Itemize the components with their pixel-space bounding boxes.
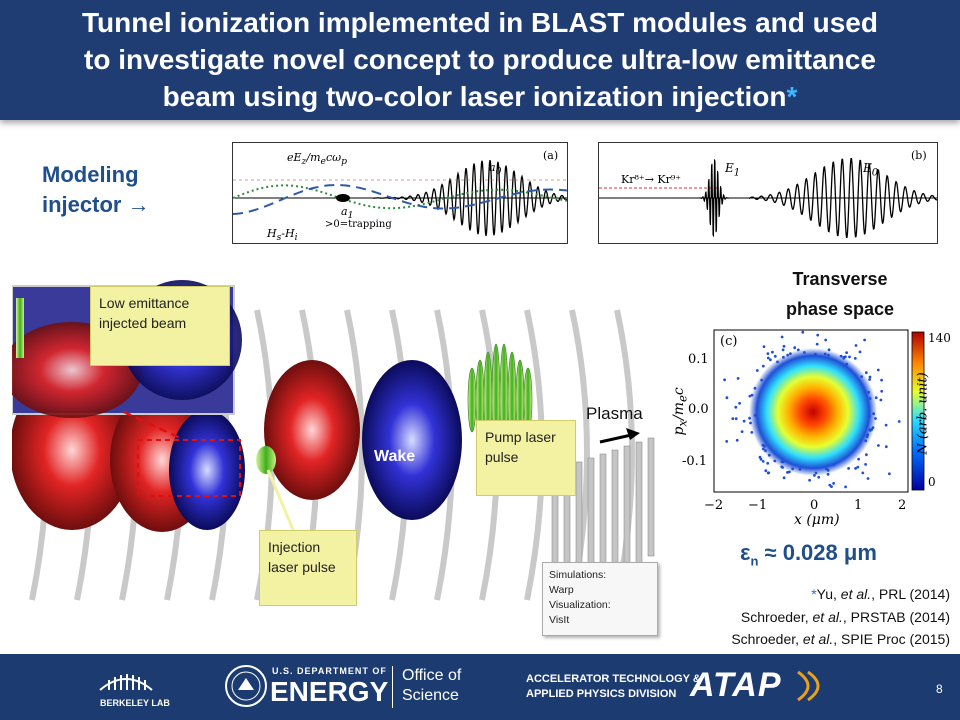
credit-line-2: Warp — [549, 584, 574, 596]
x-axis-label: x (μm) — [794, 512, 840, 528]
ion-transition: Kr⁸⁺→ Kr⁹⁺ — [621, 173, 682, 186]
note-injection-pulse: Injection laser pulse — [259, 530, 357, 606]
footer-bar: BERKELEY LAB U.S. DEPARTMENT OF ENERGY O… — [0, 654, 960, 720]
phase-space-plot: (c) 0.1 0.0 -0.1 −2 −1 0 1 2 x (μm) px/m… — [671, 326, 958, 530]
panel-c-label: (c) — [720, 334, 738, 349]
xtick-2: 0 — [810, 498, 819, 513]
note-low-emittance: Low emittance injected beam — [90, 286, 230, 366]
laser-e0-wave — [748, 158, 937, 238]
ytick-0: 0.1 — [688, 352, 709, 367]
atap-line-2: APPLIED PHYSICS DIVISION — [526, 688, 677, 700]
simulation-credit: Simulations: Warp Visualization: VisIt — [542, 562, 658, 636]
title-line-2: to investigate novel concept to produce … — [84, 44, 876, 75]
slide-title: Tunnel ionization implemented in BLAST m… — [12, 4, 948, 115]
modeling-line-1: Modeling — [42, 162, 139, 187]
title-star: * — [786, 81, 798, 112]
reference-2: Schroeder, et al., PRSTAB (2014) — [740, 609, 950, 625]
label-a0: a0 — [489, 161, 502, 178]
emittance-symbol: ε — [740, 540, 751, 565]
credit-line-1: Simulations: — [549, 569, 607, 581]
office-line-2: Science — [402, 687, 459, 704]
emittance-value: εn ≈ 0.028 μm — [740, 540, 877, 568]
reference-3: Schroeder, et al., SPIE Proc (2015) — [731, 631, 950, 647]
y-axis-label: px/mec — [670, 387, 690, 436]
wake-label: Wake — [374, 448, 416, 465]
colorbar-label: N (arb. unit) — [915, 372, 931, 455]
modeling-injector-label: Modeling injector → — [42, 160, 150, 220]
phase-space-title-1: Transverse — [792, 269, 888, 289]
label-e0: E0 — [863, 161, 879, 179]
phase-space-title: Transverse phase space — [760, 264, 920, 324]
phase-space-title-2: phase space — [785, 299, 895, 319]
emittance-sub: n — [750, 553, 759, 569]
credit-line-3: Visualization: — [549, 599, 611, 611]
note-pump-pulse: Pump laser pulse — [476, 420, 576, 496]
figure-b-plot — [599, 158, 937, 238]
title-line-3: beam using two-color laser ionization in… — [12, 78, 948, 115]
laser-e1-pulse — [698, 158, 730, 238]
a1-pulse — [336, 194, 350, 202]
ytick-2: -0.1 — [682, 454, 708, 469]
modeling-line-2: injector → — [42, 192, 150, 217]
ytick-1: 0.0 — [688, 402, 709, 417]
berkeley-lab-logo-icon — [99, 674, 153, 691]
doe-energy-text: ENERGY — [270, 676, 389, 707]
figure-a-plot — [232, 159, 568, 237]
field-ez-curve — [232, 184, 568, 210]
plasma-label: Plasma — [586, 404, 643, 423]
xtick-4: 2 — [898, 498, 907, 513]
panel-b-label: (b) — [911, 149, 927, 162]
berkeley-lab-text: BERKELEY LAB — [100, 698, 170, 708]
label-a1: a1 — [341, 205, 354, 222]
atap-line-1: ACCELERATOR TECHNOLOGY & — [526, 673, 701, 685]
figure-a: eEz/mecωp a0 a1 Hs-Hi >0=trapping (a) — [232, 142, 568, 244]
doe-small-text: U.S. DEPARTMENT OF — [272, 666, 387, 676]
legend-h: Hs-Hi — [267, 227, 298, 244]
panel-a-label: (a) — [543, 149, 559, 162]
credit-line-4: VisIt — [549, 614, 570, 626]
label-e1: E1 — [725, 161, 741, 179]
trapping-label: >0=trapping — [325, 219, 392, 230]
atap-logo-text: ATAP — [690, 666, 782, 704]
atap-arc-icon — [797, 670, 820, 702]
title-line-3-text: beam using two-color laser ionization in… — [162, 81, 787, 112]
laser-a0-wave — [372, 159, 568, 237]
reference-1: *Yu, et al., PRL (2014) — [811, 586, 950, 602]
title-banner — [0, 0, 960, 120]
doe-seal-icon — [225, 665, 267, 707]
page-number: 8 — [936, 682, 943, 696]
emittance-number: ≈ 0.028 μm — [758, 540, 877, 565]
xtick-3: 1 — [854, 498, 863, 513]
phase-space-svg — [713, 329, 925, 493]
xtick-1: −1 — [748, 498, 768, 513]
title-line-1: Tunnel ionization implemented in BLAST m… — [82, 7, 878, 38]
colorbar-ticks: 140 120 100 80 60 40 20 0 — [928, 331, 951, 489]
footer-divider — [392, 666, 393, 708]
xtick-0: −2 — [704, 498, 724, 513]
office-line-1: Office of — [402, 667, 462, 684]
atap-division-text: ACCELERATOR TECHNOLOGY & APPLIED PHYSICS… — [526, 672, 701, 702]
legend-ez: eEz/mecωp — [287, 151, 347, 168]
office-of-science: Office of Science — [402, 666, 461, 706]
figure-b: Kr⁸⁺→ Kr⁹⁺ E1 E0 (b) — [598, 142, 938, 244]
